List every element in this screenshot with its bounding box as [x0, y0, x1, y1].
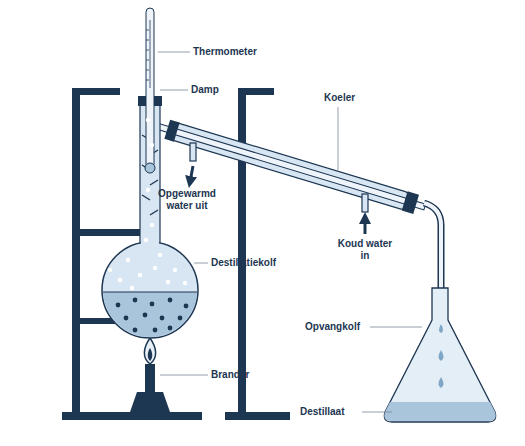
distillation-flask	[98, 292, 208, 342]
receiving-flask	[439, 324, 443, 333]
water-tube	[362, 194, 368, 212]
receiving-flask	[439, 377, 444, 388]
bubble	[158, 253, 162, 257]
flow-arrow	[190, 166, 365, 234]
part-label: Damp	[191, 84, 219, 96]
part-label: Destillaat	[300, 406, 344, 418]
distillation-flask	[146, 8, 154, 168]
condenser	[164, 120, 179, 142]
bubble	[153, 266, 157, 270]
boiling-dot	[160, 316, 165, 321]
distillation-flask	[98, 8, 208, 342]
burner	[148, 348, 153, 361]
receiving-flask	[384, 288, 495, 422]
boiling-dot	[168, 298, 173, 303]
leader-line	[160, 375, 208, 376]
flow-arrow	[364, 218, 367, 234]
burner	[144, 338, 155, 364]
distillation-flask	[145, 163, 155, 173]
receiving-flask	[384, 402, 495, 421]
stand	[72, 88, 120, 95]
stand	[238, 88, 246, 418]
bubble	[138, 273, 142, 277]
boiling-dot	[178, 316, 183, 321]
stand	[238, 88, 274, 95]
burner	[130, 392, 170, 412]
condenser	[147, 114, 428, 216]
adapter	[424, 203, 441, 292]
leader-line	[158, 52, 422, 412]
bubble	[173, 268, 177, 272]
adapter	[424, 203, 441, 292]
stand	[225, 412, 290, 420]
flow-arrow	[190, 166, 193, 182]
boiling-dot	[116, 298, 189, 333]
bubble	[183, 281, 187, 285]
receiving-flask	[439, 350, 444, 361]
water-tube	[190, 143, 368, 212]
distillation-flask	[141, 236, 159, 256]
boiling-dot	[143, 313, 148, 318]
part-label: Thermometer	[193, 46, 257, 58]
bubble	[126, 258, 130, 262]
bubble	[144, 238, 148, 242]
leader-line	[338, 107, 339, 170]
burner	[145, 364, 155, 394]
part-label: Koeler	[324, 92, 355, 104]
leader-line	[194, 263, 208, 264]
bubble	[118, 278, 122, 282]
leader-line	[370, 327, 422, 328]
stand	[62, 412, 202, 420]
part-label: Koud water in	[336, 238, 394, 262]
boiling-dot	[133, 328, 138, 333]
leader-line	[158, 52, 190, 53]
distillation-flask	[102, 292, 198, 293]
stand	[72, 88, 80, 418]
receiving-flask	[439, 324, 444, 388]
leader-line	[160, 90, 188, 91]
boiling-dot	[184, 304, 189, 309]
boiling-dot	[133, 298, 138, 303]
bubble	[166, 280, 170, 284]
bubble	[150, 143, 154, 147]
boiling-dot	[168, 326, 173, 331]
boiling-dot	[150, 302, 155, 307]
bubble	[130, 286, 134, 290]
part-label: Destillatiekolf	[211, 257, 276, 269]
bubble	[146, 188, 150, 192]
receiving-flask	[384, 288, 495, 422]
bubble	[146, 118, 150, 122]
part-label: Opvangkolf	[305, 321, 360, 333]
part-label: Opgewarmd water uit	[152, 188, 222, 212]
bubble	[150, 223, 154, 227]
distillation-flask	[146, 20, 150, 88]
bubble	[108, 268, 112, 272]
boiling-dot	[124, 316, 129, 321]
part-label: Brander	[211, 369, 249, 381]
condenser	[402, 191, 419, 214]
leader-line	[362, 412, 392, 413]
boiling-dot	[153, 328, 158, 333]
boiling-dot	[116, 303, 121, 308]
water-tube	[190, 143, 196, 161]
